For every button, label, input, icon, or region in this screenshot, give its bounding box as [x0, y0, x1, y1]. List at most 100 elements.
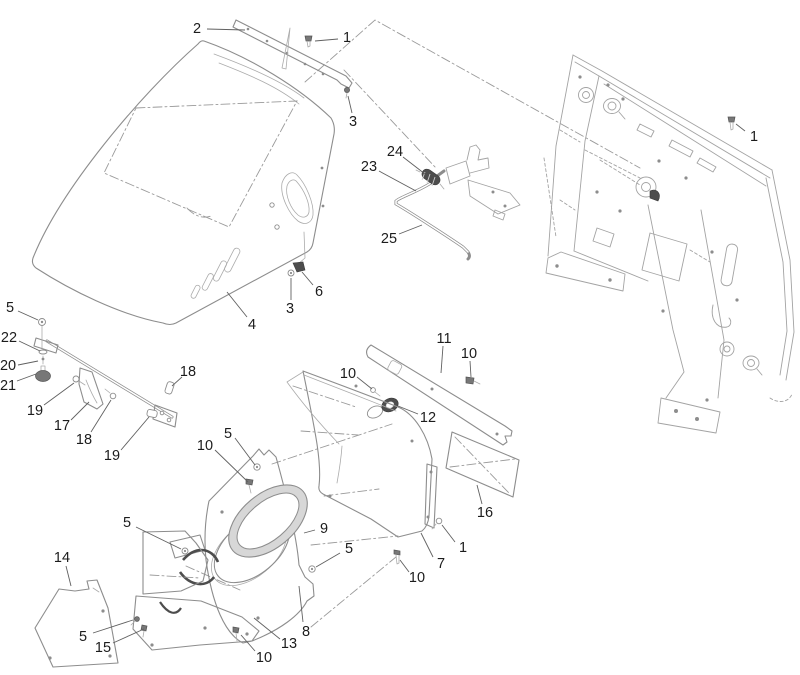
leader-line	[171, 376, 183, 387]
bracket-17	[78, 367, 104, 410]
bolt-1-frame	[727, 116, 736, 131]
callout-label: 19	[27, 403, 43, 419]
callout-label: 5	[79, 629, 87, 645]
leader-line	[214, 449, 249, 483]
loader-frame-part	[545, 54, 795, 434]
callout-label: 21	[0, 378, 16, 394]
callout-label: 20	[0, 358, 16, 374]
leader-line	[314, 38, 339, 42]
latch-striker	[649, 189, 660, 202]
callout-label: 18	[180, 364, 196, 380]
callout-label: 10	[197, 438, 213, 454]
bolt-1-top	[304, 35, 313, 48]
leader-line	[65, 565, 72, 587]
leader-line	[43, 382, 75, 406]
bolt-1-panel	[431, 517, 443, 530]
callout-label: 11	[436, 331, 451, 347]
leader-line	[17, 360, 39, 366]
callout-label: 1	[343, 30, 351, 46]
callout-label: 24	[387, 144, 403, 160]
callout-label: 5	[224, 426, 232, 442]
washer-22	[38, 349, 48, 355]
callout-label: 19	[104, 448, 120, 464]
leader-line	[301, 271, 314, 286]
callout-label: 4	[248, 317, 256, 333]
leader-line	[120, 416, 150, 451]
leader-line	[92, 619, 134, 634]
leader-line	[347, 95, 353, 114]
fan-scroll-group	[159, 534, 220, 614]
spacer-18	[164, 381, 175, 395]
callout-label: 5	[6, 300, 14, 316]
leader-line	[206, 28, 246, 31]
leader-line	[315, 552, 341, 568]
callout-label: 5	[345, 541, 353, 557]
leader-line	[402, 156, 426, 175]
callout-label: 10	[256, 650, 272, 666]
callout-label: 12	[420, 410, 436, 426]
callout-label: 10	[461, 346, 477, 362]
callout-label: 7	[437, 556, 445, 572]
callout-label: 23	[361, 159, 377, 175]
latch-6	[292, 261, 306, 273]
cover-panel-16	[445, 431, 520, 498]
direction-arrow	[281, 27, 291, 70]
callout-label: 5	[123, 515, 131, 531]
leader-line	[420, 532, 434, 558]
spring-24	[415, 168, 445, 190]
leader-line	[440, 345, 444, 374]
leader-line	[378, 170, 417, 192]
leader-line	[469, 360, 472, 378]
ring-9	[228, 484, 308, 558]
callout-label: 15	[95, 640, 111, 656]
callout-label: 6	[315, 284, 323, 300]
bolt-18-mid	[104, 388, 117, 400]
leader-line	[16, 373, 37, 382]
leader-line	[17, 310, 39, 321]
callout-label: 3	[286, 301, 294, 317]
fastener-3-top	[344, 87, 350, 99]
nut-5-right	[308, 565, 316, 573]
leader-line	[70, 401, 90, 421]
callout-label: 9	[320, 521, 328, 537]
callout-label: 10	[409, 570, 425, 586]
screw-5-small	[130, 616, 140, 626]
spacer-19	[146, 409, 158, 418]
leader-line	[298, 585, 304, 623]
leader-line	[112, 628, 145, 644]
callout-label: 14	[54, 550, 70, 566]
leader-line	[226, 291, 248, 318]
leader-line	[397, 405, 419, 415]
leader-line	[476, 484, 483, 505]
callout-label: 13	[281, 636, 297, 652]
hood-latch-group	[287, 261, 306, 277]
panel-flange	[424, 463, 438, 529]
leader-line	[303, 529, 316, 534]
lower-plate-13	[132, 595, 260, 651]
bolt-5-plate	[181, 547, 189, 555]
deflector-group	[34, 530, 260, 668]
bolt-10-mid	[245, 478, 254, 494]
leader-line	[253, 617, 281, 640]
leader-line	[18, 340, 41, 352]
leader-line	[441, 524, 456, 543]
callout-label: 18	[76, 432, 92, 448]
leader-line	[398, 224, 423, 235]
leader-line	[399, 559, 410, 573]
callout-label: 2	[193, 21, 201, 37]
callout-label: 1	[459, 540, 467, 556]
hood-seal-strip-part	[232, 19, 353, 99]
callout-label: 1	[750, 129, 758, 145]
bolt-10-lower	[232, 626, 240, 642]
leader-line	[234, 437, 256, 466]
callout-label: 3	[349, 114, 357, 130]
latch-strip-group	[365, 344, 513, 446]
bolt-10-bottom-right	[393, 549, 401, 565]
callout-label: 8	[302, 624, 310, 640]
support-bar-group	[33, 318, 178, 428]
callout-layer: 2131242325436522202119171818191051011101…	[0, 21, 758, 666]
callout-label: 10	[340, 366, 356, 382]
main-panel-part	[286, 370, 443, 565]
